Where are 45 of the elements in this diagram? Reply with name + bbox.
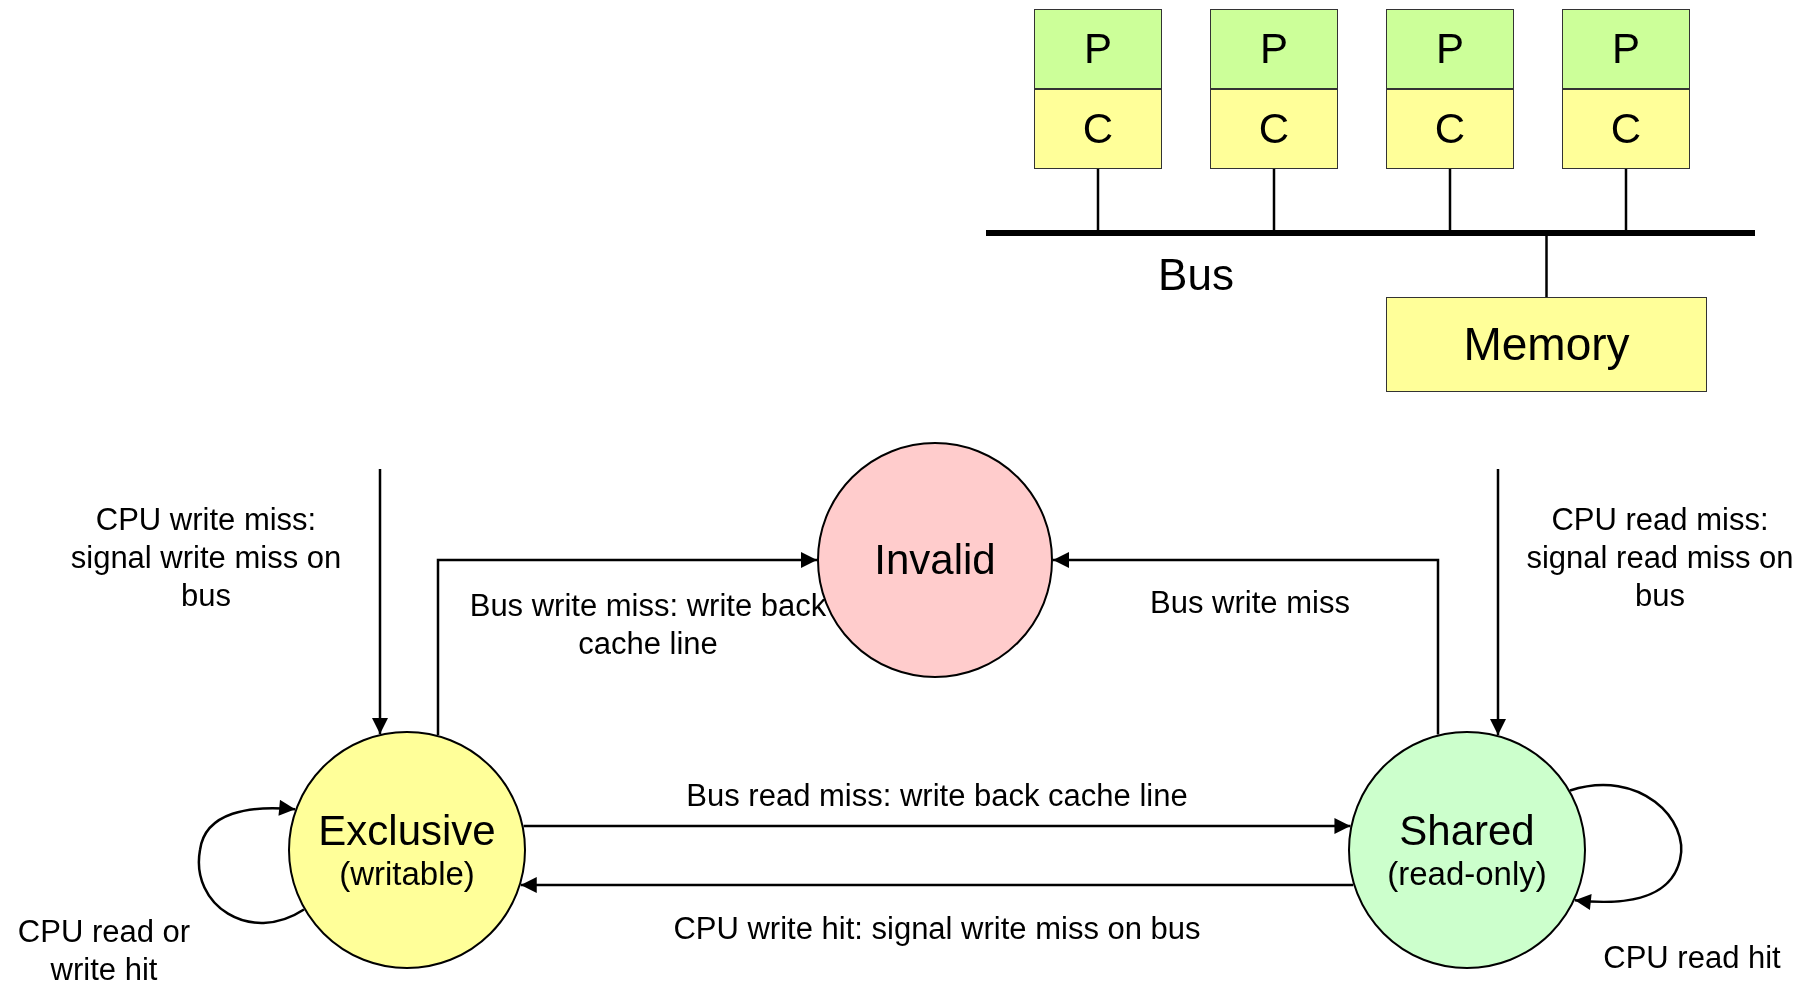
connector-line <box>1624 169 1628 230</box>
processor-box <box>1562 9 1690 89</box>
arrow <box>372 469 388 735</box>
memory-box <box>1386 297 1707 392</box>
node-label: Shared <box>1399 806 1535 856</box>
connector-line <box>1448 169 1452 230</box>
node-label: C <box>1258 104 1290 154</box>
edge-label: Bus read miss: write back cache line <box>685 777 1189 815</box>
edge-label: CPU write hit: signal write miss on bus <box>672 910 1202 948</box>
cache-box <box>1562 89 1690 169</box>
bus-label: Bus <box>1157 249 1235 302</box>
arrow <box>436 552 817 736</box>
cache-box <box>1386 89 1514 169</box>
processor-box <box>1210 9 1338 89</box>
edge-label: CPU write miss: signal write miss on bus <box>69 501 343 615</box>
node-label: P <box>1260 24 1288 74</box>
node-label: P <box>1612 24 1640 74</box>
node-label: Exclusive <box>318 806 496 856</box>
arrow <box>197 800 305 925</box>
node-label: C <box>1610 104 1642 154</box>
node-label: Memory <box>1463 318 1630 371</box>
connector-line <box>1096 169 1100 230</box>
node-label: P <box>1436 24 1464 74</box>
node-label: P <box>1084 24 1112 74</box>
arrow <box>1490 469 1506 736</box>
cache-box <box>1034 89 1162 169</box>
connector-line <box>1545 236 1548 297</box>
processor-box <box>1386 9 1514 89</box>
processor-box <box>1034 9 1162 89</box>
arrow <box>523 818 1351 834</box>
arrow <box>520 877 1354 893</box>
node-label: C <box>1082 104 1114 154</box>
edge-label: Bus write miss <box>1149 584 1351 622</box>
node-sublabel: (read-only) <box>1387 855 1547 894</box>
edge-label: CPU read hit <box>1602 939 1782 977</box>
arrow <box>1569 783 1683 910</box>
connector-line <box>1272 169 1276 230</box>
cache-box <box>1210 89 1338 169</box>
arrow <box>1053 552 1440 735</box>
node-label: Invalid <box>874 535 996 585</box>
edge-label: CPU read miss: signal read miss on bus <box>1525 501 1795 615</box>
node-sublabel: (writable) <box>339 855 475 894</box>
edge-label: Bus write miss: write back cache line <box>468 587 828 663</box>
edge-label: CPU read or write hit <box>16 913 192 989</box>
node-label: C <box>1434 104 1466 154</box>
